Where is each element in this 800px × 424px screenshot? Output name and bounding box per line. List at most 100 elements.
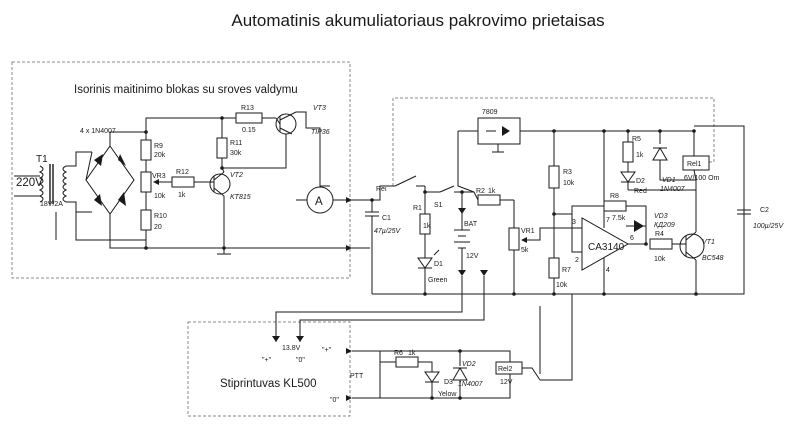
svg-text:R9: R9 bbox=[154, 143, 163, 150]
wire-rei-s1 bbox=[424, 186, 440, 193]
svg-text:3: 3 bbox=[572, 219, 576, 226]
transistor-vt2: VT2 KT815 bbox=[209, 171, 251, 201]
resistor-r11: R11 30k bbox=[216, 118, 242, 173]
amplifier-block-frame bbox=[187, 321, 351, 417]
capacitor-c2: C2 100µ/25V bbox=[737, 207, 784, 230]
svg-text:VT3: VT3 bbox=[313, 105, 326, 112]
svg-text:R7: R7 bbox=[562, 267, 571, 274]
svg-text:Rei: Rei bbox=[376, 186, 387, 193]
svg-text:Red: Red bbox=[634, 188, 647, 195]
svg-text:Green: Green bbox=[428, 277, 448, 284]
svg-text:Rel1: Rel1 bbox=[687, 161, 702, 168]
svg-text:6V/100 Om: 6V/100 Om bbox=[684, 175, 720, 182]
svg-text:10k: 10k bbox=[563, 180, 575, 187]
resistor-r5: R5 1k bbox=[622, 131, 644, 172]
battery: BAT 12V bbox=[454, 192, 488, 276]
svg-text:5k: 5k bbox=[521, 247, 529, 254]
wire-top bbox=[145, 117, 222, 132]
svg-text:20k: 20k bbox=[154, 152, 166, 159]
diode-vd3: VD3 КД209 bbox=[626, 213, 675, 232]
svg-text:1k: 1k bbox=[488, 188, 496, 195]
bridge-rectifier: 4 x 1N4007 bbox=[80, 128, 146, 249]
capacitor-c1: C1 47µ/25V bbox=[365, 200, 402, 294]
svg-text:2: 2 bbox=[575, 257, 579, 264]
resistor-r12: R12 1k bbox=[171, 169, 195, 199]
svg-text:R4: R4 bbox=[655, 231, 664, 238]
svg-text:D3: D3 bbox=[444, 379, 453, 386]
svg-text:R5: R5 bbox=[632, 136, 641, 143]
relay-rel2: Rel2 12V bbox=[495, 361, 523, 386]
potentiometer-vr1: VR1 5k bbox=[508, 200, 582, 294]
svg-text:7809: 7809 bbox=[482, 109, 498, 116]
resistor-r3: R3 10k bbox=[548, 129, 575, 258]
diode-vd1: VD1 1N4007 bbox=[652, 131, 696, 193]
svg-text:BAT: BAT bbox=[464, 221, 478, 228]
power-block-frame bbox=[11, 61, 351, 279]
transistor-vt1: VT1 BC548 bbox=[679, 180, 724, 294]
svg-text:C2: C2 bbox=[760, 207, 769, 214]
svg-text:R10: R10 bbox=[154, 213, 167, 220]
svg-text:1N4007: 1N4007 bbox=[458, 381, 484, 388]
svg-text:T1: T1 bbox=[36, 154, 48, 165]
svg-text:VD3: VD3 bbox=[654, 213, 668, 220]
resistor-r2: R2 1k bbox=[473, 188, 514, 206]
svg-text:"+": "+" bbox=[262, 357, 272, 364]
svg-text:PTT: PTT bbox=[350, 373, 364, 380]
svg-text:6: 6 bbox=[630, 235, 634, 242]
svg-text:CA3140: CA3140 bbox=[588, 242, 625, 253]
svg-text:10k: 10k bbox=[654, 256, 666, 263]
wire-amp-zero bbox=[352, 374, 511, 399]
resistor-r9: R9 20k bbox=[140, 132, 166, 172]
wire-ground-main bbox=[372, 125, 745, 295]
svg-text:VT1: VT1 bbox=[702, 239, 715, 246]
svg-text:R11: R11 bbox=[230, 140, 242, 147]
transistor-vt3: VT3 TIP36 bbox=[275, 105, 330, 136]
svg-text:R13: R13 bbox=[241, 105, 254, 112]
transformer-t1: T1 220V 18V/2A bbox=[14, 151, 92, 213]
svg-text:VD2: VD2 bbox=[462, 361, 476, 368]
wire-vt3-base bbox=[222, 134, 287, 169]
svg-text:10k: 10k bbox=[556, 282, 568, 289]
amplifier-block-label: Stiprintuvas KL500 bbox=[220, 378, 317, 390]
svg-text:1k: 1k bbox=[408, 350, 416, 357]
svg-text:7.5k: 7.5k bbox=[612, 215, 626, 222]
switch-s1: S1 bbox=[434, 185, 474, 209]
ammeter: A bbox=[296, 127, 334, 214]
svg-text:12V: 12V bbox=[500, 379, 513, 386]
svg-text:220V: 220V bbox=[16, 177, 43, 189]
svg-text:"+": "+" bbox=[322, 347, 332, 354]
relay-link bbox=[392, 97, 715, 186]
opamp-ca3140: CA3140 3 2 7 6 4 bbox=[572, 131, 646, 294]
svg-text:VR3: VR3 bbox=[152, 173, 166, 180]
power-block-label: Isorinis maitinimo blokas su sroves vald… bbox=[74, 84, 298, 96]
svg-text:D1: D1 bbox=[434, 261, 443, 268]
svg-text:VR1: VR1 bbox=[521, 228, 535, 235]
svg-text:12V: 12V bbox=[466, 253, 479, 260]
resistor-r4: R4 10k bbox=[649, 231, 682, 263]
svg-text:"0": "0" bbox=[296, 357, 305, 364]
svg-text:R8: R8 bbox=[610, 193, 619, 200]
resistor-r1: R1 1k bbox=[413, 192, 431, 258]
svg-text:VT2: VT2 bbox=[230, 172, 243, 179]
svg-text:KT815: KT815 bbox=[230, 194, 251, 201]
svg-text:0.15: 0.15 bbox=[242, 127, 256, 134]
led-d1: D1 Green bbox=[417, 249, 448, 294]
svg-text:R3: R3 bbox=[563, 169, 572, 176]
svg-text:Yelow: Yelow bbox=[438, 391, 457, 398]
resistor-r6: R6 1k bbox=[380, 350, 433, 372]
relay-switch-rei: Rei bbox=[376, 175, 425, 193]
diode-vd2: VD2 1N4007 bbox=[452, 351, 484, 398]
potentiometer-vr3: VR3 10k bbox=[140, 171, 166, 210]
resistor-r10: R10 20 bbox=[140, 209, 167, 248]
svg-text:4 x 1N4007: 4 x 1N4007 bbox=[80, 128, 116, 135]
relay-rel1: Rel1 6V/100 Om bbox=[682, 131, 720, 182]
wire-rel2-top bbox=[380, 350, 511, 362]
svg-text:Rel2: Rel2 bbox=[498, 366, 513, 373]
svg-text:BC548: BC548 bbox=[702, 255, 724, 262]
diagram-title: Automatinis akumuliatoriaus pakrovimo pr… bbox=[231, 11, 604, 30]
svg-text:1N4007: 1N4007 bbox=[660, 186, 686, 193]
svg-text:1k: 1k bbox=[636, 152, 644, 159]
svg-text:10k: 10k bbox=[154, 193, 166, 200]
resistor-r13: R13 0.15 bbox=[235, 105, 263, 134]
svg-text:R1: R1 bbox=[413, 205, 422, 212]
